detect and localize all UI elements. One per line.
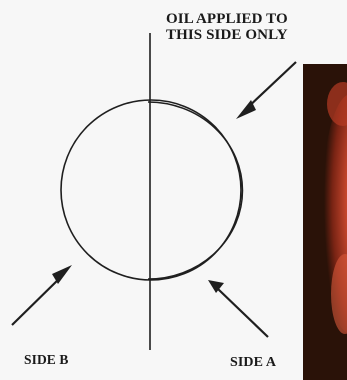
oil-arrow <box>236 62 296 119</box>
oil-applied-label: OIL APPLIED TO THIS SIDE ONLY <box>166 11 288 43</box>
oil-applied-line-1: OIL APPLIED TO <box>166 11 288 27</box>
eye-photo-strip <box>303 64 347 380</box>
side-b-arrow <box>12 265 72 325</box>
eye-photo-image <box>303 64 347 380</box>
side-a-arrow <box>208 280 268 337</box>
oil-applied-line-2: THIS SIDE ONLY <box>166 27 288 43</box>
oil-layer-arc <box>148 102 243 279</box>
side-a-label: SIDE A <box>230 355 276 371</box>
side-b-label: SIDE B <box>24 352 69 368</box>
